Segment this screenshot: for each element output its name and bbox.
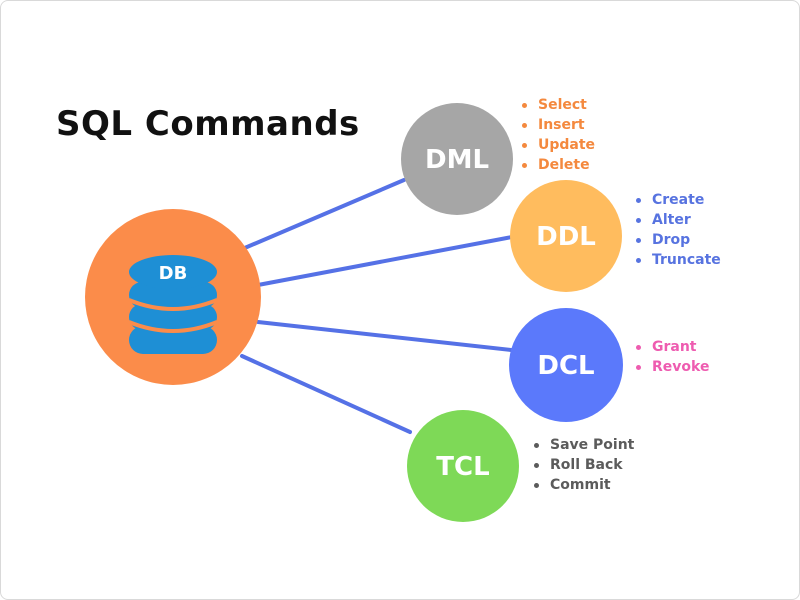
connector-ddl: [256, 235, 514, 287]
dml-command-list: Select Insert Update Delete: [522, 95, 595, 175]
tcl-node: TCL: [407, 410, 519, 522]
ddl-label: DDL: [536, 222, 596, 252]
list-item: Select: [522, 95, 595, 115]
list-item: Revoke: [636, 357, 709, 377]
page-title: SQL Commands: [56, 104, 360, 144]
dcl-node: DCL: [509, 308, 623, 422]
tcl-command-list: Save Point Roll Back Commit: [534, 435, 634, 495]
list-item: Alter: [636, 210, 721, 230]
ddl-node: DDL: [510, 180, 622, 292]
list-item: Truncate: [636, 250, 721, 270]
list-item: Save Point: [534, 435, 634, 455]
ddl-command-list: Create Alter Drop Truncate: [636, 190, 721, 270]
list-item: Roll Back: [534, 455, 634, 475]
connector-tcl: [240, 354, 412, 434]
list-item: Update: [522, 135, 595, 155]
list-item: Commit: [534, 475, 634, 495]
db-label: DB: [159, 263, 188, 284]
list-item: Insert: [522, 115, 595, 135]
dcl-label: DCL: [537, 351, 594, 381]
connector-dcl: [256, 320, 513, 352]
tcl-label: TCL: [436, 452, 489, 482]
list-item: Create: [636, 190, 721, 210]
dml-label: DML: [425, 145, 489, 175]
list-item: Drop: [636, 230, 721, 250]
dml-node: DML: [401, 103, 513, 215]
list-item: Delete: [522, 155, 595, 175]
dcl-command-list: Grant Revoke: [636, 337, 709, 377]
database-icon: [128, 255, 218, 354]
connector-dml: [238, 178, 406, 252]
db-node: DB: [85, 209, 261, 385]
list-item: Grant: [636, 337, 709, 357]
